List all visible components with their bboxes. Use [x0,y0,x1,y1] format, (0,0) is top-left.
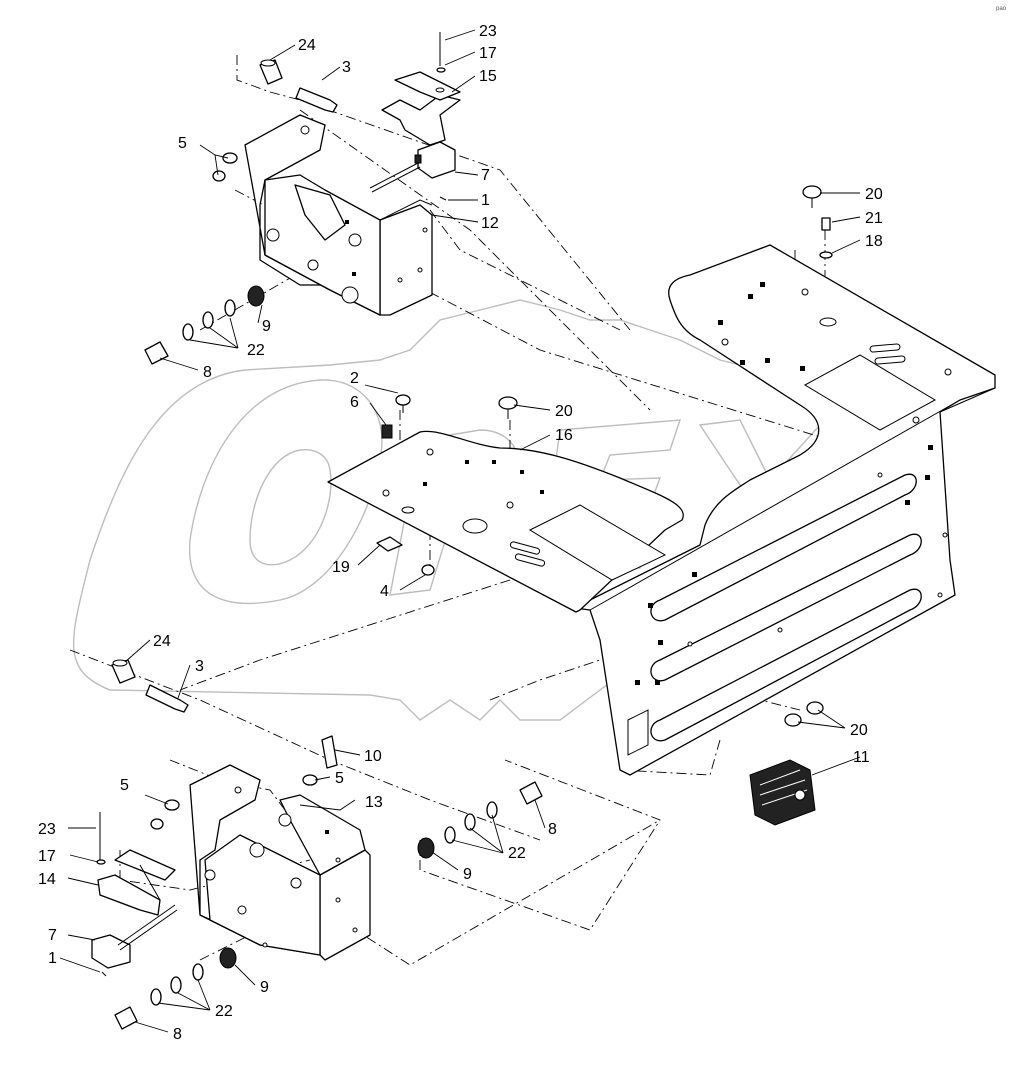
callout-5: 5 [335,770,344,787]
callout-14: 14 [38,871,56,888]
callout-9: 9 [260,979,269,996]
callout-5: 5 [120,777,129,794]
gear-watermark-logo [72,299,881,721]
callout-12: 12 [481,215,499,232]
callout-15: 15 [479,68,497,85]
callout-22: 22 [508,845,526,862]
callout-23: 23 [479,23,497,40]
callout-13: 13 [365,794,383,811]
callout-16: 16 [555,427,573,444]
callout-17: 17 [479,45,497,62]
sensor-bracket-15 [381,71,461,146]
callout-10: 10 [364,748,382,765]
sensor-bracket-14 [97,849,176,916]
leader-lines [59,29,861,1033]
callout-8: 8 [203,364,212,381]
callout-22: 22 [215,1003,233,1020]
callout-23: 23 [38,821,56,838]
callout-24: 24 [153,633,171,650]
callout-19: 19 [332,559,350,576]
callout-3: 3 [195,658,204,675]
switch-11 [749,759,816,826]
center-plate [327,430,684,613]
callout-22: 22 [247,342,265,359]
callout-1: 1 [481,192,490,209]
lower-bracket [189,764,371,961]
callout-21: 21 [865,210,883,227]
callout-3: 3 [342,59,351,76]
callout-7: 7 [481,167,490,184]
corner-mark: ᵖᵃᵒ [996,4,1007,14]
callout-20: 20 [555,403,573,420]
callout-11: 11 [853,749,870,766]
callout-8: 8 [548,821,557,838]
callout-7: 7 [48,927,57,944]
callout-24: 24 [298,37,316,54]
proximity-sensor-lower [91,904,178,969]
callout-6: 6 [350,394,359,411]
callout-17: 17 [38,848,56,865]
proximity-sensor-upper [369,141,456,193]
callout-2: 2 [350,370,359,387]
callout-9: 9 [463,866,472,883]
callout-8: 8 [173,1026,182,1043]
callout-1: 1 [48,950,57,967]
callout-5: 5 [178,135,187,152]
upper-bracket [244,114,433,316]
main-frame [574,244,996,776]
callout-4: 4 [380,583,389,600]
callout-20: 20 [865,186,883,203]
callout-18: 18 [865,233,883,250]
callout-labels: 24 3 23 17 15 5 7 1 12 20 21 18 9 22 8 2… [38,4,1007,1043]
callout-20: 20 [850,722,868,739]
callout-9: 9 [262,318,271,335]
